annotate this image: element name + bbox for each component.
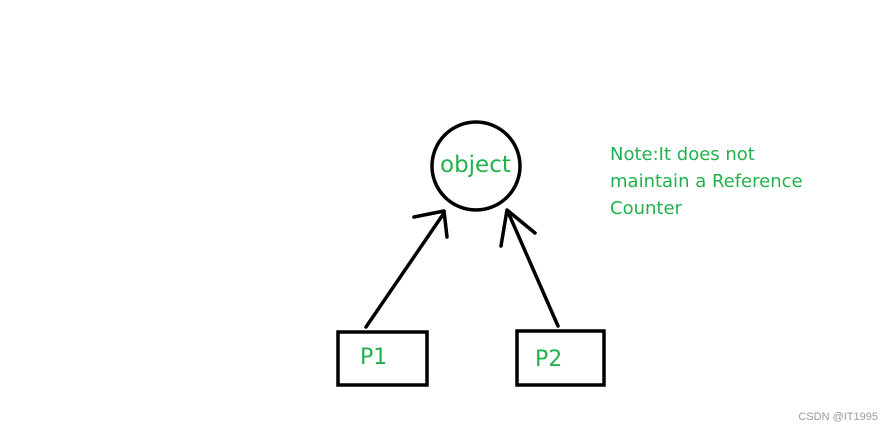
note-line-1: Note:It does not [610,144,755,165]
p2-arrow-shaft [506,210,560,328]
p1-to-object-arrow [364,209,449,329]
note-line-2: maintain a Reference [610,171,803,192]
p2-arrowhead [499,208,537,248]
watermark-text: CSDN @IT1995 [798,411,878,423]
p1-node-box [336,330,429,387]
note-line-3: Counter [610,198,682,219]
p2-node-label: P2 [535,347,563,372]
p1-arrowhead [412,209,449,239]
p2-to-object-arrow [499,208,560,328]
note-text: Note:It does not maintain a Reference Co… [610,141,803,222]
object-node-label: object [440,152,511,178]
p2-node-box [515,329,606,387]
p1-arrow-shaft [364,211,446,329]
p1-node-label: P1 [360,345,388,370]
object-node-circle [430,120,522,212]
